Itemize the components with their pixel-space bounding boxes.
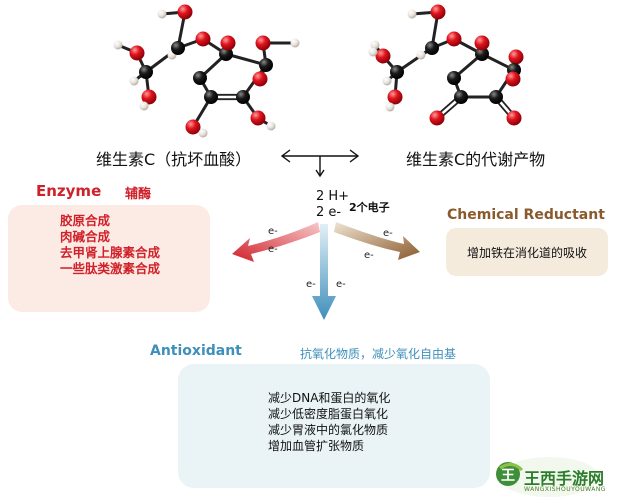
carbon-atom [447,71,461,85]
ascorbic-acid-label: 维生素C（抗坏血酸） [96,150,252,169]
carbon-atom [454,90,468,104]
list-item: 胶原合成 [60,213,111,228]
hydrogen-atom [266,121,276,131]
ascorbic-acid-molecule [113,4,300,138]
oxygen-atom [250,110,266,126]
dehydroascorbic-acid-molecule [368,4,524,126]
enzyme-electron-label: e- [268,244,278,255]
enzyme-electron-label: e- [268,226,278,237]
enzyme-box: 胶原合成 肉碱合成 去甲肾上腺素合成 一些肽类激素合成 [8,205,210,312]
enzyme-electron-arrow [232,222,320,262]
reductant-electron-arrow [334,222,420,260]
list-item: 一些肽类激素合成 [60,261,161,276]
carbon-atom [425,41,439,55]
hydrogen-atom [157,9,167,19]
bond [395,46,434,74]
oxygen-atom [375,48,391,64]
hydrogen-atom [198,128,208,138]
oxygen-atom [508,49,524,65]
carbon-atom [139,65,153,79]
watermark-site: WANGXISHOUYOUWANG [524,486,606,493]
oxygen-atom [252,71,268,87]
list-item: 去甲肾上腺素合成 [60,245,161,260]
hydrogen-atom [129,76,139,86]
two-electrons-label: 2个电子 [349,201,390,214]
oxygen-atom [446,31,462,47]
electrons-formula-text: 2 e- [316,205,342,220]
enzyme-subtitle: 辅酶 [125,187,152,202]
oxygen-atom [429,110,445,126]
enzyme-title: Enzyme [36,182,102,200]
watermark-mark: 王 [501,468,515,484]
oxygen-atom [195,31,211,47]
oxygen-atom [505,71,521,87]
antioxidant-box: 减少DNA和蛋白的氧化 减少低密度脂蛋白氧化 减少胃液中的氯化物质 增加血管扩张… [178,364,490,488]
hydrogen-atom [368,47,378,57]
reductant-electron-label: e- [383,228,393,239]
oxygen-atom [430,4,446,20]
carbon-atom [171,41,185,55]
antioxidant-title: Antioxidant [150,343,242,359]
carbon-atom [390,65,404,79]
reductant-electron-label: e- [364,250,374,261]
list-item: 减少胃液中的氯化物质 [268,423,389,437]
hydrogen-atom [382,76,392,86]
chemical-reductant-box: 增加铁在消化道的吸收 [446,228,608,276]
hydrogen-atom [113,40,123,50]
list-item: 减少低密度脂蛋白氧化 [268,407,389,421]
oxygen-atom [220,35,236,51]
metabolite-label: 维生素C的代谢产物 [406,150,546,169]
watermark-brand: 王西手游网 [524,469,605,488]
carbon-atom [475,47,489,61]
reaction-arrow [280,149,360,178]
list-item: 肉碱合成 [60,229,111,244]
hydrogen-atom [290,38,300,48]
list-item: 增加血管扩张物质 [268,439,365,453]
oxygen-atom [506,110,522,126]
carbon-atom [259,58,273,72]
hydrogen-atom [407,9,417,19]
antioxidant-electron-label: e- [306,279,316,290]
list-item: 减少DNA和蛋白的氧化 [268,391,391,405]
chemical-reductant-title: Chemical Reductant [447,207,605,223]
oxygen-atom [474,35,490,51]
oxygen-atom [141,89,157,105]
carbon-atom [489,90,503,104]
watermark-logo-icon [496,457,599,497]
oxygen-atom [129,45,145,61]
carbon-atom [193,71,207,85]
hydrogen-atom [139,101,149,111]
oxygen-atom [387,89,403,105]
carbon-atom [204,90,218,104]
antioxidant-subtitle: 抗氧化物质，减少氧化自由基 [300,347,457,361]
oxygen-atom [177,4,193,20]
hydrogen-ions-text: 2 H+ [316,189,350,204]
oxygen-atom [255,35,271,51]
oxygen-atom [185,119,201,135]
hydrogen-atom [416,50,426,60]
carbon-atom [219,47,233,61]
list-item: 增加铁在消化道的吸收 [466,245,587,260]
antioxidant-electron-label: e- [336,279,346,290]
hydrogen-atom [385,102,395,112]
antioxidant-electron-arrow [312,224,336,320]
hydrogen-atom [370,40,380,50]
carbon-atom [236,90,250,104]
